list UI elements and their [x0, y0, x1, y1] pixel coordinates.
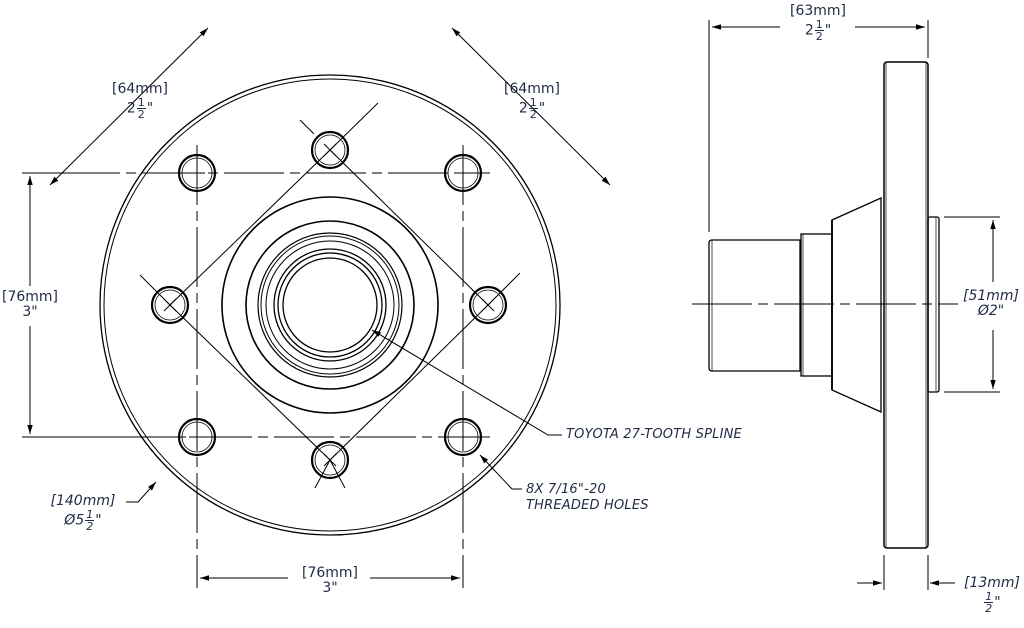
vertical-inch: 3" — [22, 304, 38, 320]
outer-diameter-leader — [126, 481, 157, 503]
spline-leader — [371, 329, 562, 436]
bolt-hole-br — [443, 417, 483, 457]
side-view — [692, 20, 1000, 590]
boss-diameter-mm: [51mm] — [962, 288, 1019, 304]
side-flange — [883, 61, 929, 549]
flange-thickness-mm: [13mm] — [963, 575, 1020, 591]
horizontal-mm: [76mm] — [301, 565, 358, 581]
boss-diameter-label: [51mm] Ø2" — [958, 289, 1024, 319]
pilot-step — [800, 233, 833, 377]
bolt-hole-left — [150, 285, 190, 325]
diag-right-mm: [64mm] — [503, 81, 560, 97]
flange-thickness-dim — [857, 555, 955, 590]
hub-cone — [831, 196, 882, 414]
hub-rings — [221, 196, 439, 414]
vertical-dim — [22, 172, 180, 438]
spline-note: TOYOTA 27-TOOTH SPLINE — [566, 427, 742, 442]
rear-boss — [927, 216, 940, 393]
overall-length-mm: [63mm] — [789, 3, 846, 19]
outer-diameter-mm: [140mm] — [50, 493, 116, 509]
holes-leader — [479, 454, 522, 490]
vertical-mm: [76mm] — [1, 289, 58, 305]
front-view — [22, 27, 611, 588]
bolt-hole-top — [310, 130, 350, 170]
bolt-hole-bottom — [310, 440, 350, 480]
diag-left-mm: [64mm] — [111, 81, 168, 97]
outer-flange-circle — [99, 74, 561, 536]
horizontal-inch: 3" — [322, 580, 338, 596]
spline-bore-circle — [282, 257, 378, 353]
vertical-dim-label: [76mm] 3" — [0, 290, 60, 320]
diag-dim-right — [451, 27, 611, 186]
diamond-pattern-lines — [139, 102, 521, 489]
stub-shaft — [708, 239, 801, 372]
holes-note-line1: 8X 7/16"-20 — [526, 482, 606, 497]
overall-length-dim — [708, 20, 929, 232]
boss-diameter-inch: Ø2" — [977, 303, 1005, 319]
holes-note-line2: THREADED HOLES — [526, 498, 649, 513]
diag-dim-left — [49, 27, 209, 186]
bolt-hole-right — [468, 285, 508, 325]
horizontal-dim-label: [76mm] 3" — [290, 566, 370, 596]
boss-diameter-dim — [944, 216, 1000, 393]
